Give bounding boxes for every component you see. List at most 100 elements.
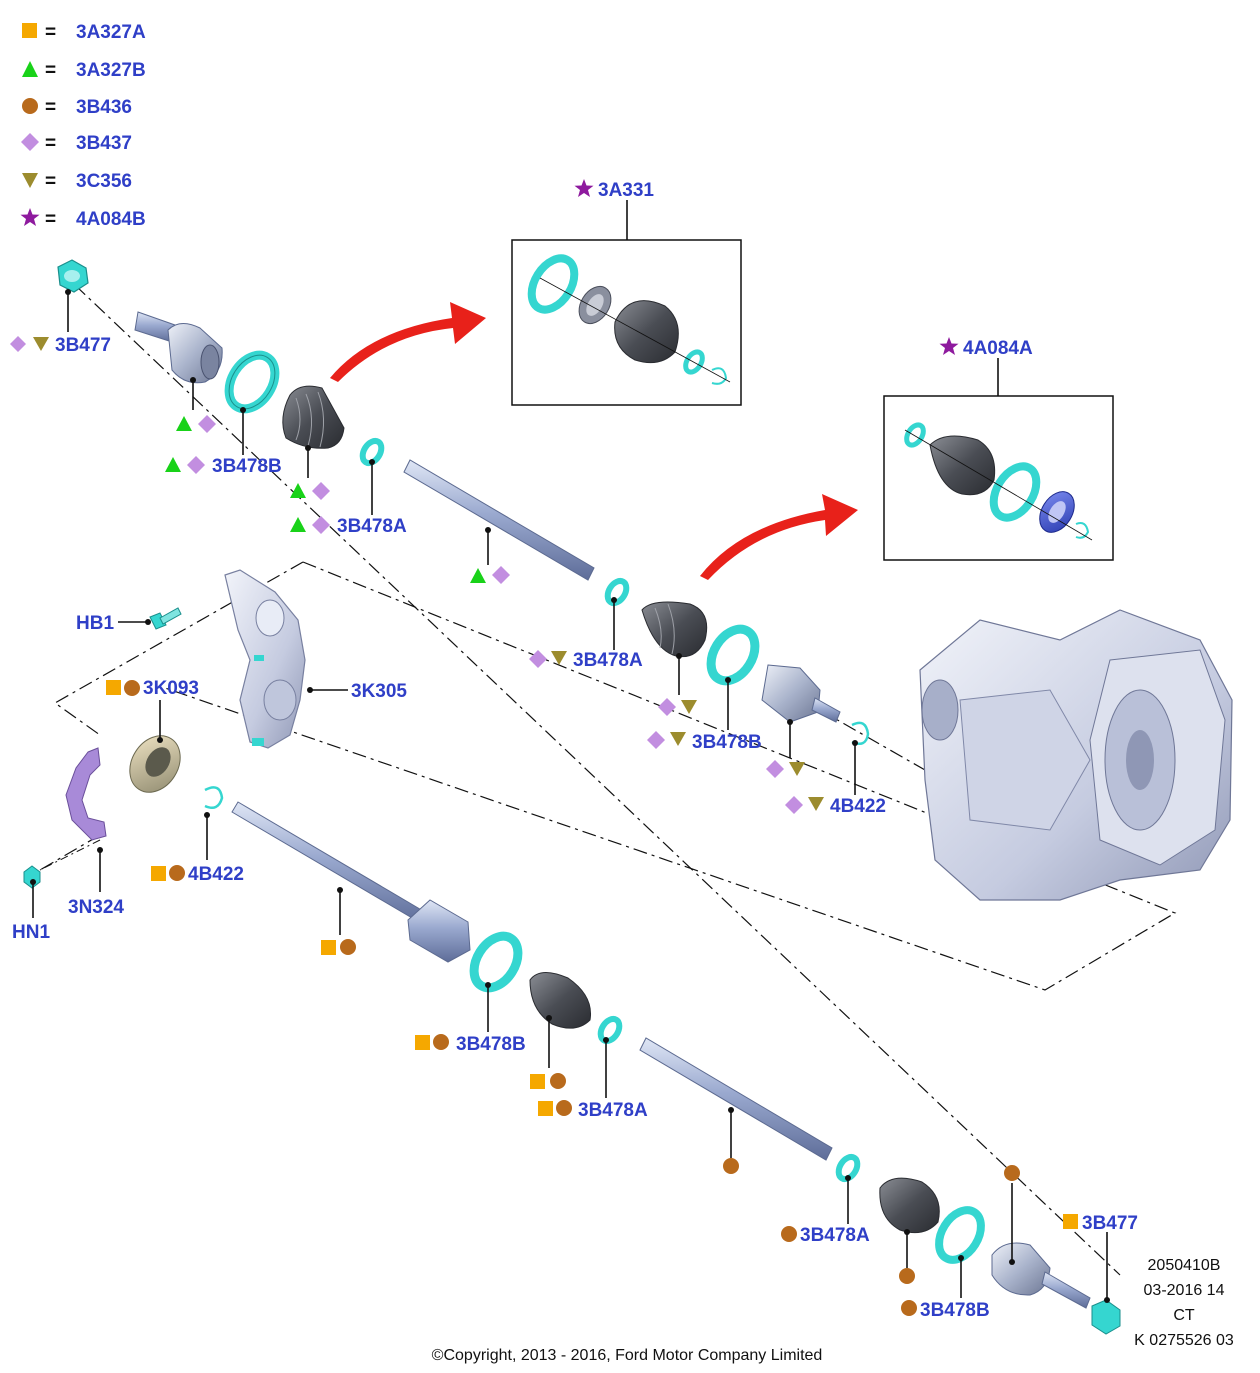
circle-icon <box>169 865 185 881</box>
clamp-ring-icon <box>935 1206 985 1264</box>
shaft-spline-icon <box>407 899 471 963</box>
triangle-icon <box>165 457 181 472</box>
legend-code: 3B437 <box>76 133 132 154</box>
triangle-down-icon <box>670 732 686 746</box>
legend-code: 4A084B <box>76 209 146 230</box>
triangle-icon <box>470 568 486 583</box>
kit-label-3a331: 3A331 <box>574 179 654 201</box>
legend-row: = 3A327A <box>22 22 146 43</box>
legend: = 3A327A = 3A327B = 3B436 = 3B437 = 3C35… <box>20 22 146 230</box>
part-label: 4B422 <box>188 864 244 885</box>
cv-boot-icon <box>879 1177 940 1234</box>
bearing-icon <box>129 735 181 793</box>
drawing-number: 2050410B <box>1148 1257 1221 1274</box>
cv-boot-icon <box>529 972 592 1029</box>
square-icon <box>538 1101 553 1116</box>
legend-row: = 3A327B <box>22 60 146 81</box>
diamond-icon <box>187 456 205 474</box>
triangle-down-icon <box>789 762 805 776</box>
hub-nut-icon <box>1091 1299 1121 1335</box>
callout-arrows <box>330 302 858 580</box>
legend-eq: = <box>45 133 56 154</box>
legend-code: 3A327B <box>76 60 146 81</box>
small-clamp-icon <box>604 577 630 607</box>
triangle-down-icon <box>808 797 824 811</box>
hub-nut-icon <box>57 259 89 293</box>
part-label: 3B478A <box>337 516 407 537</box>
bracket-assembly <box>23 569 306 889</box>
part-label: 3B478B <box>456 1034 526 1055</box>
triangle-down-icon <box>681 700 697 714</box>
square-icon <box>530 1074 545 1089</box>
circlip-icon <box>204 786 224 809</box>
circle-icon <box>556 1100 572 1116</box>
kit-box-4a084a <box>883 358 1114 561</box>
clamp-ring-icon <box>469 931 523 993</box>
triangle-down-icon <box>551 651 567 665</box>
strap-icon <box>65 747 107 841</box>
diamond-icon <box>766 760 784 778</box>
circle-icon <box>899 1268 915 1284</box>
part-label: 4B422 <box>830 796 886 817</box>
star-icon <box>939 337 959 355</box>
arrow-icon <box>700 494 858 580</box>
callout-labels: 3A331 4A084A 3B477 3B478B 3B478A <box>10 179 1138 1321</box>
kit-label-4a084a: 4A084A <box>939 337 1033 359</box>
circle-icon <box>340 939 356 955</box>
legend-code: 3B436 <box>76 97 132 118</box>
upper-shaft-assembly <box>57 259 870 745</box>
part-label: 3K305 <box>351 681 407 702</box>
small-clamp-icon <box>835 1153 861 1183</box>
part-label: HB1 <box>76 613 114 634</box>
circle-icon <box>124 680 140 696</box>
square-icon <box>22 23 37 38</box>
diamond-icon <box>529 650 547 668</box>
circle-icon <box>433 1034 449 1050</box>
legend-row: = 4A084B <box>20 208 146 230</box>
part-label: 3B478A <box>800 1225 870 1246</box>
legend-eq: = <box>45 60 56 81</box>
legend-eq: = <box>45 171 56 192</box>
copyright: ©Copyright, 2013 - 2016, Ford Motor Comp… <box>432 1347 823 1364</box>
small-clamp-icon <box>597 1015 623 1045</box>
legend-row: = 3B436 <box>22 97 132 118</box>
nut-icon <box>23 865 41 889</box>
legend-row: = 3C356 <box>22 171 132 192</box>
circle-icon <box>550 1073 566 1089</box>
diamond-icon <box>312 482 330 500</box>
circlip-icon <box>851 721 870 745</box>
circle-icon <box>781 1226 797 1242</box>
clamp-ring-icon <box>706 624 760 686</box>
legend-code: 3C356 <box>76 171 132 192</box>
kit-code: 4A084A <box>963 338 1033 359</box>
small-clamp-icon <box>359 437 385 467</box>
diamond-icon <box>198 415 216 433</box>
drawing-type: CT <box>1173 1307 1195 1324</box>
drawing-date: 03-2016 14 <box>1144 1282 1225 1299</box>
part-label: 3B478A <box>578 1100 648 1121</box>
cv-boot-icon <box>641 601 708 658</box>
part-label: 3B478B <box>920 1300 990 1321</box>
triangle-icon <box>290 483 306 498</box>
inner-cv-joint-icon <box>761 664 841 723</box>
clamp-ring-icon <box>224 350 280 414</box>
legend-code: 3A327A <box>76 22 146 43</box>
circle-icon <box>1004 1165 1020 1181</box>
part-label: 3B477 <box>55 335 111 356</box>
square-icon <box>106 680 121 695</box>
star-icon <box>574 179 594 197</box>
diamond-icon <box>312 516 330 534</box>
part-label: 3B478B <box>212 456 282 477</box>
bolt-icon <box>149 607 182 630</box>
square-icon <box>321 940 336 955</box>
legend-eq: = <box>45 209 56 230</box>
circle-icon <box>901 1300 917 1316</box>
half-shaft-icon <box>403 459 595 581</box>
circle-icon <box>22 98 38 114</box>
part-label: 3B477 <box>1082 1213 1138 1234</box>
part-label: HN1 <box>12 922 50 943</box>
legend-row: = 3B437 <box>21 133 132 154</box>
diamond-icon <box>492 566 510 584</box>
half-shaft-icon <box>231 801 431 926</box>
half-shaft-icon <box>639 1037 833 1161</box>
